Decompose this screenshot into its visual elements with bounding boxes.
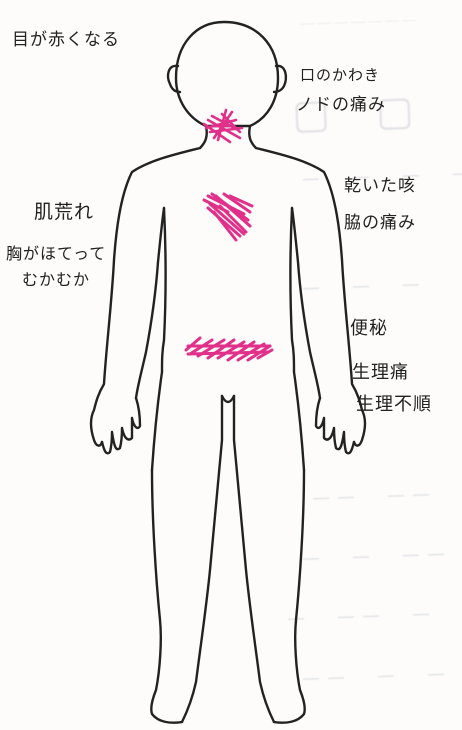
left-arm-outline — [91, 148, 200, 446]
ear-left — [168, 66, 180, 92]
symptom-eyes-red: 目が赤くなる — [12, 32, 120, 49]
symptom-constipation: 便秘 — [350, 320, 388, 338]
left-inner-arm — [136, 208, 164, 398]
chest-hatch — [204, 194, 252, 240]
crotch-line — [222, 396, 234, 402]
symptom-dry-cough: 乾いた咳 — [344, 178, 416, 195]
symptom-irregular-period: 生理不順 — [356, 396, 432, 414]
left-leg-outline — [151, 470, 182, 723]
symptom-sore-throat: ノドの痛み — [296, 97, 386, 114]
right-inner-arm — [292, 208, 320, 398]
abdomen-band — [186, 338, 272, 360]
neck-left — [200, 126, 207, 148]
left-hand-fingers — [102, 398, 140, 453]
left-inner-leg — [182, 396, 222, 722]
neck-right — [249, 126, 256, 148]
symptom-period-pain: 生理痛 — [352, 364, 409, 382]
symptom-rib-pain: 脇の痛み — [344, 215, 416, 232]
right-leg-outline — [274, 470, 305, 723]
symptom-heartburn-line2: むかむか — [22, 272, 90, 288]
symptom-heartburn-line1: 胸がほてって — [6, 246, 106, 262]
symptom-dry-mouth: 口のかわき — [300, 68, 380, 83]
right-hand-fingers — [316, 398, 354, 453]
ear-right — [274, 66, 286, 92]
right-inner-leg — [234, 396, 274, 722]
symptom-rough-skin: 肌荒れ — [34, 203, 94, 222]
